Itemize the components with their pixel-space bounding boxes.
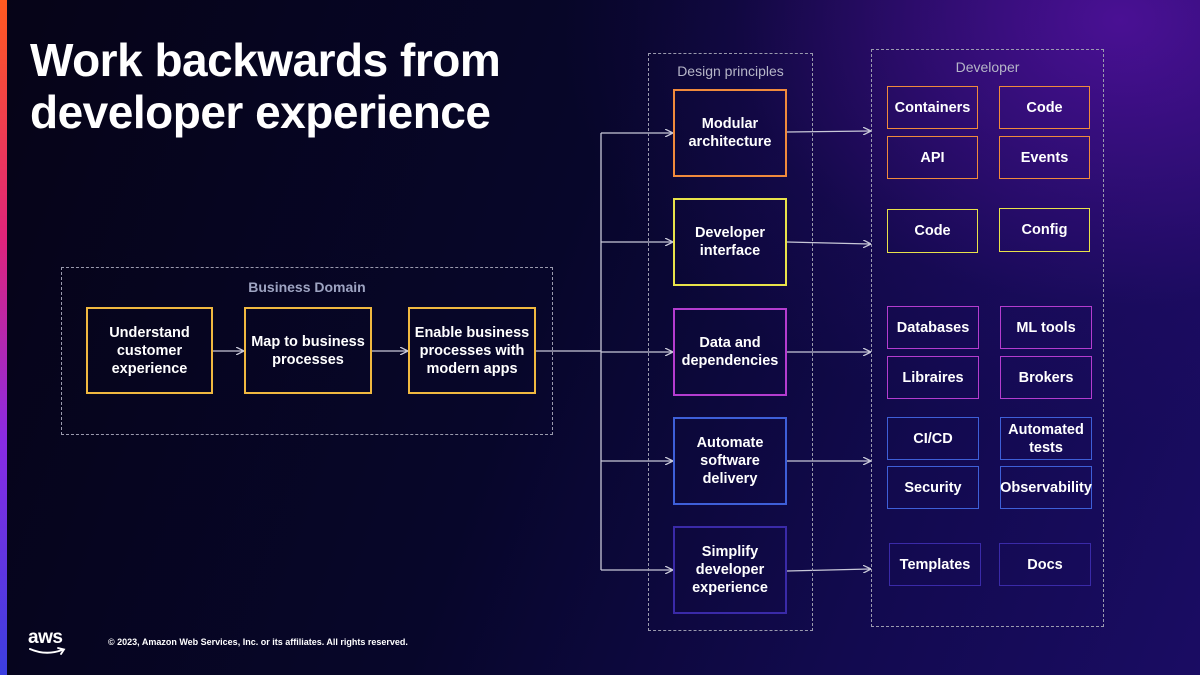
dev-item-ml-tools: ML tools xyxy=(1000,306,1092,349)
dev-item-observability: Observability xyxy=(1000,466,1092,509)
dev-item-security: Security xyxy=(887,466,979,509)
business-domain-group xyxy=(61,267,553,435)
dev-item-libraires: Libraires xyxy=(887,356,979,399)
dev-item-docs: Docs xyxy=(999,543,1091,586)
developer-label: Developer xyxy=(955,59,1020,75)
dev-item-templates: Templates xyxy=(889,543,981,586)
design-principles-label: Design principles xyxy=(677,63,784,79)
arrow-simplify-to-dev xyxy=(786,569,870,571)
arrow-interface-to-dev xyxy=(786,242,870,244)
design-principles-group xyxy=(648,53,813,631)
dev-item-ci-cd: CI/CD xyxy=(887,417,979,460)
business-domain-label: Business Domain xyxy=(248,279,366,295)
developer-group xyxy=(871,49,1104,627)
accent-bar xyxy=(0,0,7,675)
dev-item-code: Code xyxy=(999,86,1090,129)
dev-item-code-interface: Code xyxy=(887,209,978,253)
title-line-1: Work backwards from xyxy=(30,34,501,86)
aws-smile-icon xyxy=(29,647,66,655)
arrow-modular-to-dev xyxy=(786,131,870,132)
dev-item-databases: Databases xyxy=(887,306,979,349)
copyright-text: © 2023, Amazon Web Services, Inc. or its… xyxy=(108,637,408,647)
aws-logo: aws xyxy=(28,628,70,658)
dev-item-brokers: Brokers xyxy=(1000,356,1092,399)
dev-item-api: API xyxy=(887,136,978,179)
title-line-2: developer experience xyxy=(30,86,491,138)
dev-item-events: Events xyxy=(999,136,1090,179)
dev-item-containers: Containers xyxy=(887,86,978,129)
dev-item-config: Config xyxy=(999,208,1090,252)
slide-title: Work backwards from developer experience xyxy=(30,34,590,138)
